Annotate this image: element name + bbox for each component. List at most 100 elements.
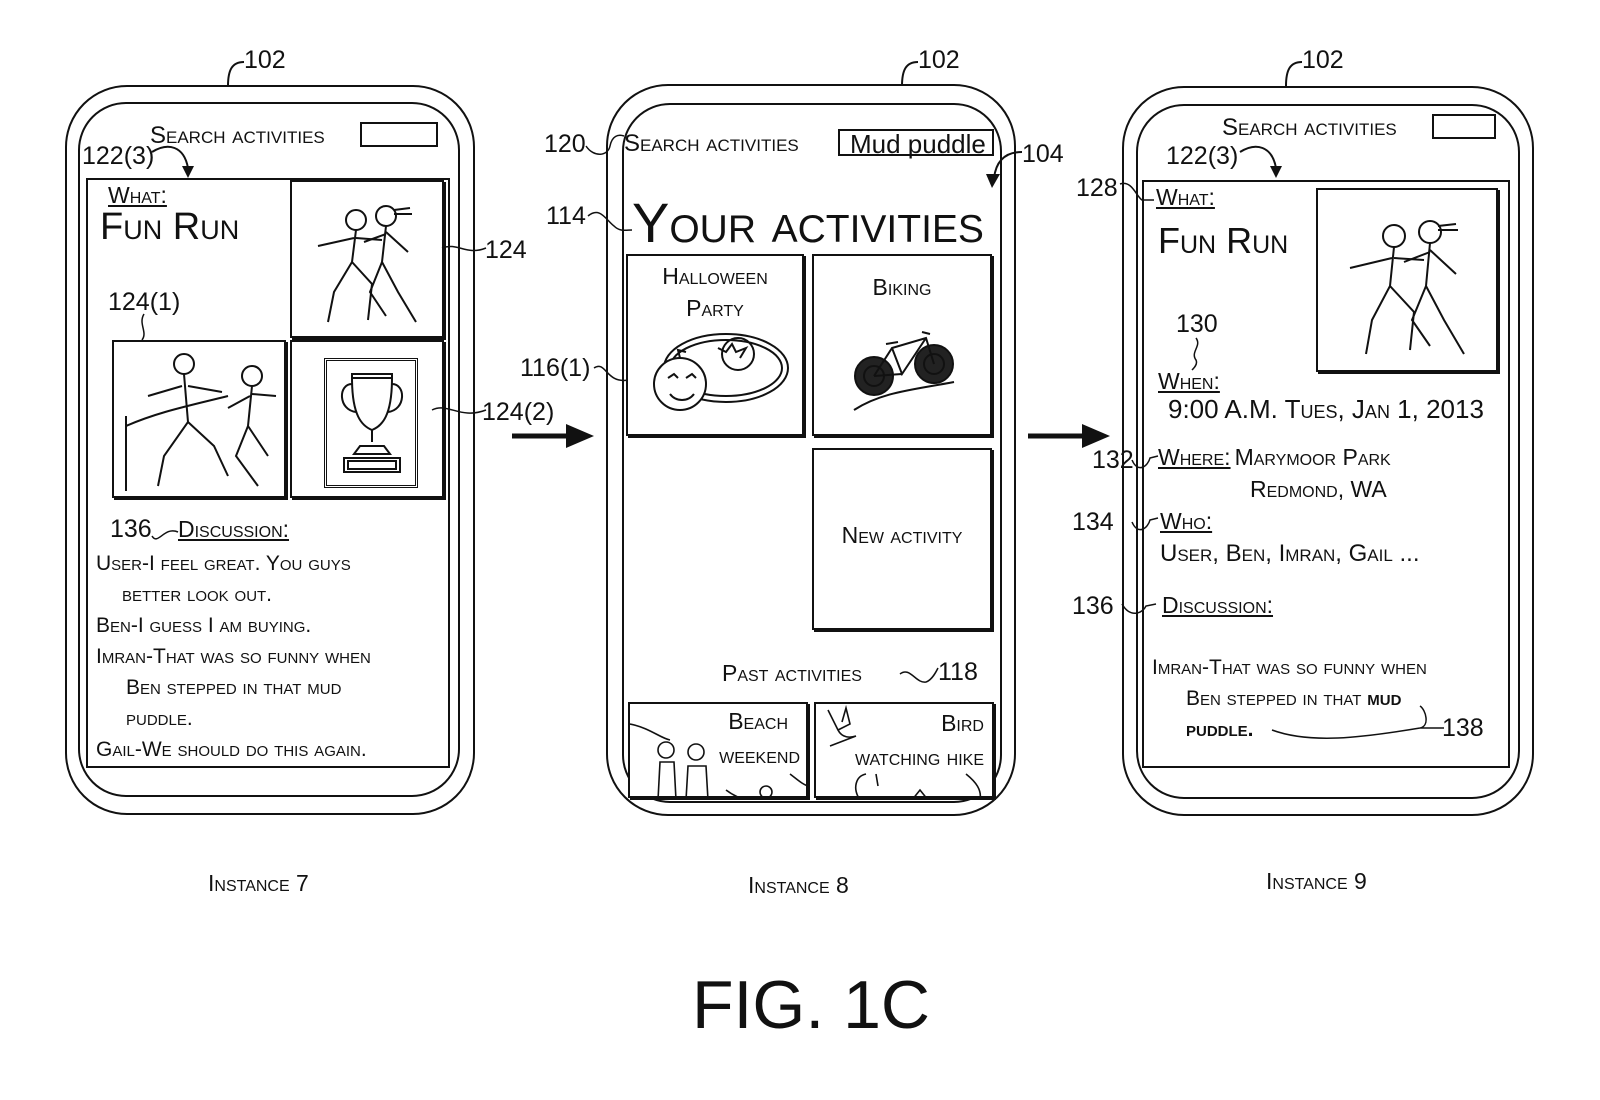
- past-activity-beach-weekend[interactable]: Beach weekend: [628, 702, 808, 798]
- discussion-label: Discussion:: [1162, 592, 1274, 618]
- ref-device-102: 102: [918, 46, 960, 74]
- runners-icon: [1349, 220, 1465, 355]
- past-activity-bird-watching-hike[interactable]: Bird watching hike: [814, 702, 994, 798]
- ref-discussion: 136: [110, 515, 152, 543]
- bicycle-icon: [853, 331, 955, 411]
- what-label: What:: [1156, 184, 1215, 210]
- ref-search: 120: [544, 130, 586, 158]
- search-input[interactable]: Mud puddle: [838, 129, 994, 157]
- page-title: Your activities: [632, 191, 984, 254]
- tile-label: Beach weekend: [719, 708, 800, 768]
- transition-arrow-icon: [512, 424, 594, 448]
- ref-past: 118: [938, 658, 978, 686]
- arrow-icon: [986, 151, 1023, 188]
- runners-photo[interactable]: [290, 180, 444, 338]
- trophy-photo[interactable]: [290, 340, 444, 498]
- leader-line: [1191, 337, 1199, 371]
- activity-tile-biking[interactable]: Biking: [812, 254, 992, 436]
- when-value: 9:00 A.M. Tues, Jan 1, 2013: [1168, 394, 1484, 424]
- discussion-message: Imran-That was so funny when Ben stepped…: [1152, 656, 1427, 741]
- ref-photo-main: 124: [485, 236, 527, 264]
- tile-label: New activity: [841, 522, 963, 548]
- leader-line: [431, 407, 487, 414]
- leader-line: [227, 61, 245, 87]
- finish-line-icon: [125, 353, 277, 491]
- ref-title: 114: [546, 202, 586, 230]
- trophy-icon: [341, 373, 403, 473]
- leader-line: [1285, 61, 1303, 87]
- ref-device-102: 102: [1302, 46, 1344, 74]
- search-input[interactable]: [360, 122, 438, 147]
- search-label: Search activities: [150, 122, 325, 149]
- instance-label: Instance 7: [208, 870, 309, 896]
- ref-who: 134: [1072, 508, 1114, 536]
- leader-line: [585, 134, 625, 155]
- leader-line: [441, 245, 487, 252]
- where-line-1: Marymoor Park: [1234, 444, 1391, 470]
- transition-arrow-icon: [1028, 424, 1110, 448]
- ref-screen: 104: [1022, 140, 1064, 168]
- leader-line: [1131, 517, 1159, 531]
- where-label: Where:: [1158, 444, 1231, 470]
- who-value: User, Ben, Imran, Gail ...: [1160, 540, 1420, 567]
- phone-screen: [1136, 104, 1520, 799]
- new-activity-button[interactable]: New activity: [812, 448, 992, 630]
- leader-line: [1119, 182, 1154, 201]
- discussion-label: Discussion:: [178, 516, 290, 542]
- instance-label: Instance 8: [748, 872, 849, 898]
- finish-line-photo[interactable]: [112, 340, 286, 498]
- search-highlight: mud: [1367, 687, 1402, 710]
- leader-line: [1271, 705, 1444, 739]
- leader-line: [151, 530, 179, 540]
- ref-photo-2: 124(2): [482, 398, 555, 426]
- what-value: Fun Run: [100, 206, 240, 248]
- search-label: Search activities: [624, 130, 799, 157]
- bird-icon: [827, 704, 982, 796]
- ref-device-102: 102: [244, 46, 286, 74]
- leader-line: [593, 365, 629, 382]
- ref-what: 128: [1076, 174, 1118, 202]
- leader-line: [141, 313, 145, 341]
- discussion-message: Gail-We should do this again.: [96, 738, 367, 761]
- what-label: What:: [108, 182, 167, 208]
- search-highlight: puddle.: [1186, 718, 1254, 741]
- leader-line: [587, 211, 633, 232]
- discussion-message: Ben-I guess I am buying.: [96, 614, 312, 637]
- phone-frame: [606, 84, 1016, 816]
- leader-line: [1121, 603, 1157, 614]
- phone-frame: [1122, 86, 1534, 816]
- leader-line: [1131, 455, 1159, 469]
- search-input[interactable]: [1432, 114, 1496, 139]
- search-label: Search activities: [1222, 114, 1397, 141]
- activity-tile-halloween-party[interactable]: Halloween Party: [626, 254, 804, 436]
- tile-label: Bird watching hike: [854, 710, 984, 770]
- arrow-icon: [151, 145, 194, 178]
- leader-line: [899, 667, 939, 683]
- runners-icon: [317, 205, 417, 323]
- trophy-frame: [324, 358, 418, 488]
- phone-screen: [78, 102, 460, 797]
- tile-label: Biking: [872, 274, 932, 300]
- ref-discussion: 136: [1072, 592, 1114, 620]
- runners-photo[interactable]: [1316, 188, 1498, 372]
- ref-tile: 116(1): [520, 354, 591, 382]
- where-line-2: Redmond, WA: [1250, 476, 1387, 502]
- tile-label: Halloween Party: [662, 263, 768, 321]
- activity-card: [1142, 180, 1510, 768]
- instance-label: Instance 9: [1266, 868, 1367, 894]
- where-row: Where:Marymoor Park: [1158, 444, 1391, 471]
- activity-card: [86, 178, 450, 768]
- what-value: Fun Run: [1158, 220, 1289, 261]
- ref-card: 122(3): [82, 142, 155, 170]
- arrow-icon: [1239, 145, 1282, 178]
- past-activities-label: Past activities: [722, 660, 862, 686]
- ref-where: 132: [1092, 446, 1134, 474]
- ref-photo-1: 124(1): [108, 288, 181, 316]
- ref-when: 130: [1176, 310, 1218, 338]
- when-label: When:: [1158, 368, 1220, 394]
- phone-frame: [65, 85, 475, 815]
- figure-label: FIG. 1C: [692, 967, 931, 1043]
